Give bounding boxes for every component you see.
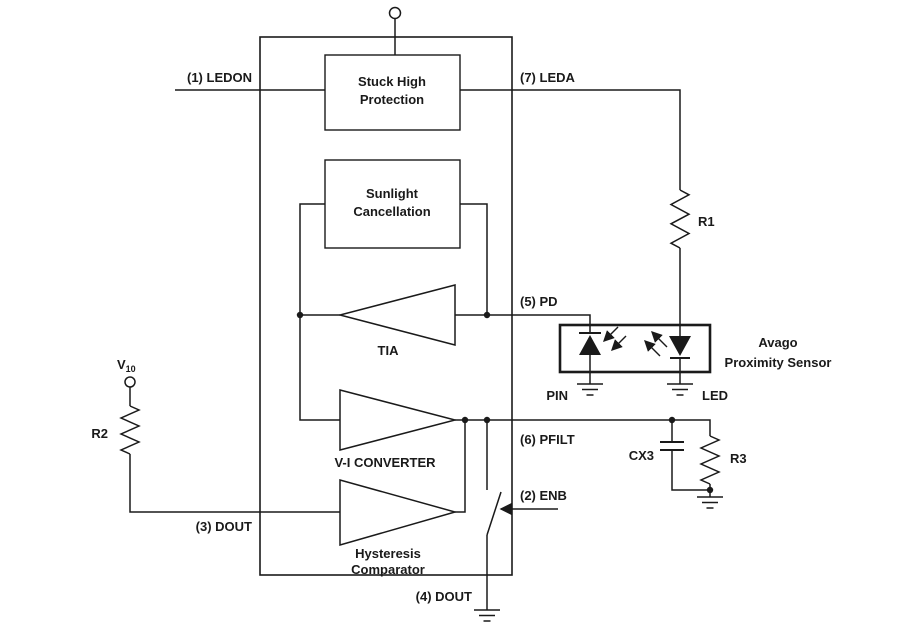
wire-pfilt bbox=[455, 419, 711, 436]
wire-sunlight-right-feedback bbox=[460, 203, 488, 315]
resistor-r2 bbox=[119, 405, 141, 455]
enable-switch bbox=[486, 491, 502, 536]
wire-pd bbox=[455, 314, 591, 333]
hysteresis-comparator-label-line1: Hysteresis bbox=[355, 546, 421, 561]
resistor-r3 bbox=[699, 435, 721, 485]
ground-symbol-pin bbox=[577, 383, 603, 396]
capacitor-cx3 bbox=[660, 441, 684, 451]
stuck-high-protection-label-line1: Stuck High bbox=[358, 74, 426, 89]
pin-photodiode-label: PIN bbox=[546, 388, 568, 403]
ground-symbol-led bbox=[667, 383, 693, 396]
wire-dout3 bbox=[129, 454, 340, 513]
pin6-pfilt-label: (6) PFILT bbox=[520, 432, 575, 447]
ground-symbol-dout4 bbox=[474, 609, 500, 622]
resistor-r1 bbox=[669, 189, 691, 249]
pin-photodiode-symbol bbox=[579, 332, 601, 355]
pin5-pd-label: (5) PD bbox=[520, 294, 558, 309]
hysteresis-comparator-label-line2: Comparator bbox=[351, 562, 425, 577]
pin2-enb-label: (2) ENB bbox=[520, 488, 567, 503]
supply-voltage-base: V bbox=[117, 357, 126, 372]
sensor-name-line2: Proximity Sensor bbox=[725, 355, 832, 370]
sunlight-cancellation-label-line2: Cancellation bbox=[353, 204, 430, 219]
led-label: LED bbox=[702, 388, 728, 403]
vi-converter-amplifier bbox=[339, 389, 458, 451]
sunlight-cancellation-label-line1: Sunlight bbox=[366, 186, 419, 201]
light-in-arrows-icon bbox=[603, 326, 627, 351]
r3-label: R3 bbox=[730, 451, 747, 466]
sensor-name-line1: Avago bbox=[758, 335, 797, 350]
tia-label: TIA bbox=[378, 343, 400, 358]
tia-amplifier bbox=[337, 284, 456, 346]
hysteresis-comparator-amplifier bbox=[339, 479, 458, 546]
pin4-dout-label: (4) DOUT bbox=[416, 589, 472, 604]
pin3-dout-label: (3) DOUT bbox=[196, 519, 252, 534]
vdd-terminal bbox=[388, 6, 402, 20]
r1-label: R1 bbox=[698, 214, 715, 229]
led-symbol bbox=[669, 336, 691, 359]
light-out-arrows-icon bbox=[644, 331, 668, 357]
junction-dots bbox=[296, 311, 714, 494]
vi-converter-label: V-I CONVERTER bbox=[334, 455, 436, 470]
stuck-high-protection-label-line2: Protection bbox=[360, 92, 424, 107]
ground-symbol-r3 bbox=[697, 496, 723, 509]
wire-cx3-bottom bbox=[671, 450, 710, 491]
cx3-label: CX3 bbox=[629, 448, 654, 463]
supply-voltage-label: V10 bbox=[117, 357, 136, 374]
sunlight-cancellation-block bbox=[324, 159, 461, 249]
pin7-leda-label: (7) LEDA bbox=[520, 70, 576, 85]
wire-leda bbox=[460, 89, 681, 190]
r2-label: R2 bbox=[91, 426, 108, 441]
proximity-sensor-box bbox=[558, 323, 712, 374]
pin1-ledon-label: (1) LEDON bbox=[187, 70, 252, 85]
supply-voltage-subscript: 10 bbox=[126, 364, 136, 374]
supply-terminal bbox=[124, 376, 136, 388]
stuck-high-protection-block bbox=[324, 54, 461, 131]
wire-comparator-output bbox=[455, 420, 466, 513]
ic-outline bbox=[259, 36, 513, 576]
